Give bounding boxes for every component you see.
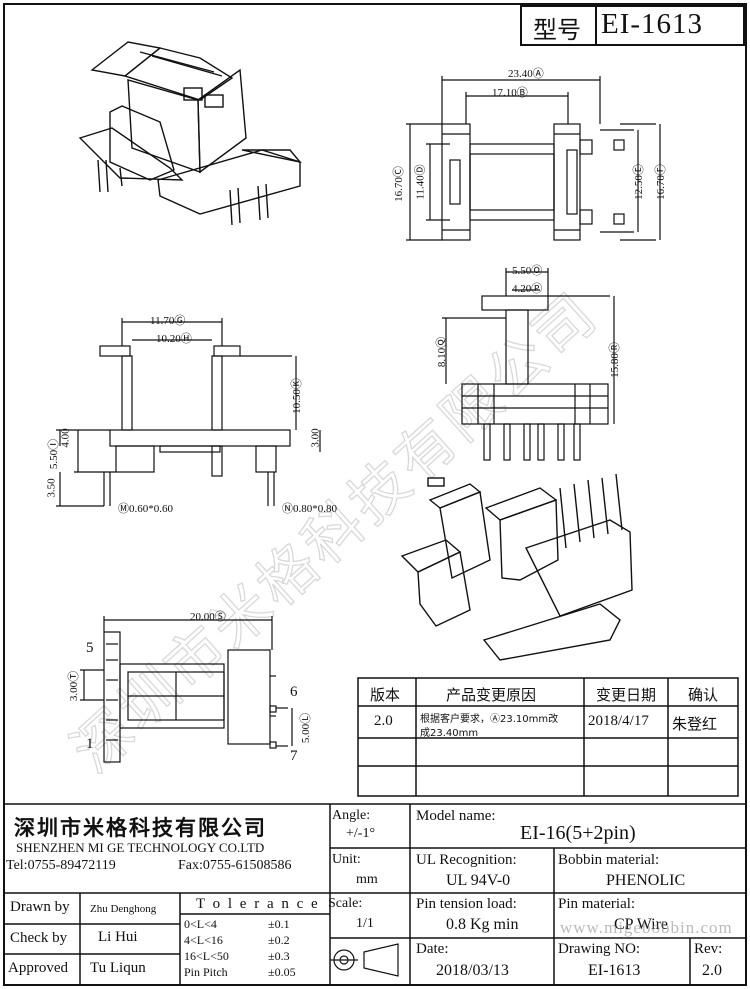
rev-row-confirm: 朱登红 [672, 715, 718, 733]
unit-label: Unit: [332, 852, 361, 867]
ul-label: UL Recognition: [416, 852, 517, 868]
dim-m: Ⓜ0.60*0.60 [118, 503, 173, 515]
top-view [406, 76, 661, 241]
model-header-box [520, 5, 745, 46]
tol-value-3: ±0.3 [268, 949, 290, 963]
dim-b: 17.10Ⓑ [492, 87, 528, 99]
rev-value: 2.0 [702, 962, 722, 979]
revision-table-grid [357, 677, 739, 797]
check-by-value: Li Hui [98, 929, 138, 945]
drawn-by-label: Drawn by [10, 899, 70, 915]
dim-g: 11.70Ⓖ [150, 315, 186, 327]
scale-label: Scale: [328, 896, 363, 911]
dim-s: 20.00Ⓢ [190, 611, 226, 623]
bottom-view [80, 616, 293, 763]
company-fax: Fax:0755-61508586 [178, 858, 292, 873]
projection-symbol [330, 943, 399, 977]
pin-7-label: 7 [290, 748, 298, 764]
dim-k: 10.50Ⓚ [290, 378, 303, 414]
drawn-by-value: Zhu Denghong [90, 903, 157, 915]
pin-5-label: 5 [86, 640, 94, 656]
dim-h: 10.20Ⓗ [156, 333, 192, 345]
tol-value-1: ±0.1 [268, 917, 290, 931]
dim-4: 4.00 [59, 428, 72, 448]
rev-header-confirm: 确认 [688, 686, 719, 704]
scale-value: 1/1 [356, 916, 374, 931]
rev-header-reason: 产品变更原因 [446, 686, 537, 704]
rev-row-version: 2.0 [374, 713, 393, 729]
iso-view-bottom [400, 473, 633, 661]
dim-i: 5.50Ⓘ [48, 438, 61, 470]
type-label: 型号 [533, 16, 581, 44]
tol-range-1: 0<L<4 [184, 917, 217, 931]
pin-material-label: Pin material: [558, 896, 636, 912]
dim-n: Ⓝ0.80*0.80 [282, 503, 337, 515]
approved-label: Approved [8, 960, 68, 976]
title-block-grid [4, 803, 746, 985]
dim-q: 8.10Ⓠ [436, 336, 449, 368]
rev-label: Rev: [694, 941, 723, 957]
date-label: Date: [416, 941, 449, 957]
rev-header-date: 变更日期 [596, 686, 657, 704]
pin-1-label: 1 [86, 736, 94, 752]
dim-f: 16.70Ⓕ [654, 164, 667, 200]
dim-p: 4.20Ⓟ [512, 283, 543, 295]
dim-o: 5.50Ⓞ [512, 265, 543, 277]
iso-view-top [78, 41, 302, 226]
check-by-label: Check by [10, 930, 68, 946]
tol-range-3: 16<L<50 [184, 949, 229, 963]
dim-e: 12.50Ⓔ [632, 164, 645, 200]
drawing-no-label: Drawing NO: [558, 941, 641, 957]
dim-d: 11.40Ⓓ [414, 164, 427, 200]
tol-range-4: Pin Pitch [184, 965, 228, 979]
sheet-border [3, 3, 747, 986]
pin-6-label: 6 [290, 684, 298, 700]
rev-row-reason-2: 成23.40mm [420, 728, 479, 739]
ul-value: UL 94V-0 [446, 872, 511, 889]
rev-header-version: 版本 [370, 686, 401, 704]
model-name-label: Model name: [416, 808, 496, 824]
watermark-url: www.migebobbin.com [560, 918, 733, 937]
dim-35: 3.50 [45, 478, 58, 498]
pin-tension-label: Pin tension load: [416, 896, 517, 912]
company-name-cn: 深圳市米格科技有限公司 [14, 816, 267, 840]
tolerance-title: T o l e r a n c e [196, 896, 320, 912]
bobbin-material-value: PHENOLIC [606, 872, 686, 889]
dim-r: 15.80Ⓡ [608, 342, 621, 378]
model-header-value: EI-1613 [601, 8, 704, 40]
side-view [442, 268, 615, 461]
rev-row-date: 2018/4/17 [588, 713, 649, 729]
drawing-no-value: EI-1613 [588, 962, 641, 979]
dim-c: 16.70Ⓒ [392, 166, 405, 202]
rev-row-reason-1: 根据客户要求，Ⓐ23.10mm改 [420, 714, 559, 725]
bobbin-material-label: Bobbin material: [558, 852, 660, 868]
tol-value-4: ±0.05 [268, 965, 296, 979]
model-name-value: EI-16(5+2pin) [520, 822, 636, 844]
dim-l: 5.00Ⓛ [300, 712, 313, 744]
company-name-en: SHENZHEN MI GE TECHNOLOGY CO.LTD [16, 840, 265, 855]
angle-value: +/-1° [346, 826, 376, 841]
pin-tension-value: 0.8 Kg min [446, 916, 519, 933]
angle-label: Angle: [332, 808, 371, 823]
front-view [56, 318, 321, 507]
date-value: 2018/03/13 [436, 962, 509, 979]
unit-value: mm [356, 872, 378, 887]
tol-value-2: ±0.2 [268, 933, 290, 947]
dim-a: 23.40Ⓐ [508, 68, 544, 80]
company-tel: Tel:0755-89472119 [6, 858, 116, 873]
tol-range-2: 4<L<16 [184, 933, 223, 947]
pin-material-value: CP Wire [614, 916, 669, 933]
approved-value: Tu Liqun [90, 960, 146, 976]
dim-t: 3.00Ⓣ [68, 670, 81, 702]
dim-3: 3.00 [309, 428, 322, 448]
